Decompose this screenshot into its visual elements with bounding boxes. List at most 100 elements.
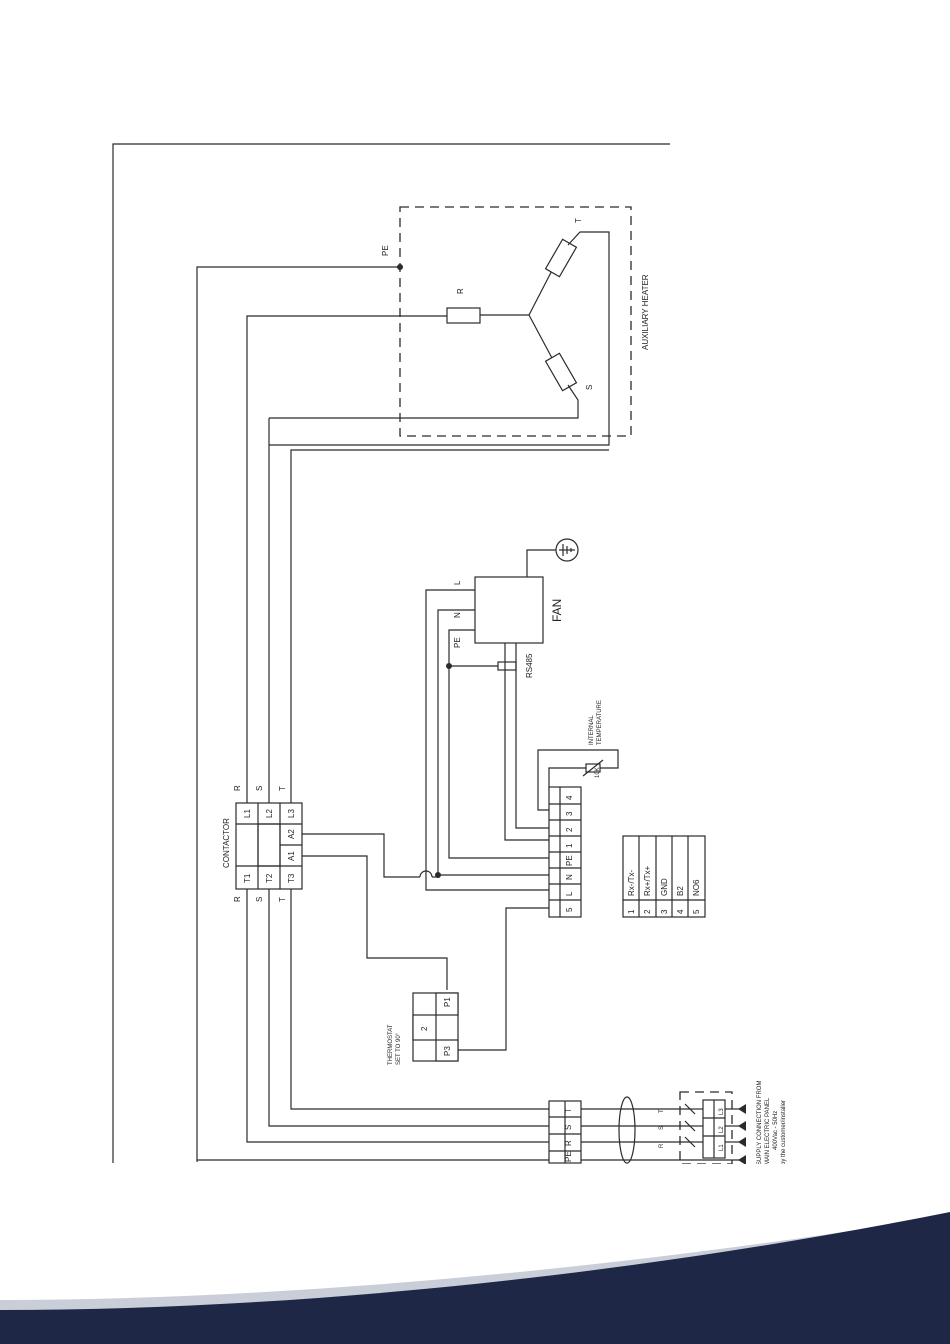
contactor-title: CONTACTOR: [222, 818, 231, 868]
contactor-a2: A2: [287, 829, 296, 839]
breaker-l3: L3: [719, 1108, 725, 1115]
contactor-in-s: S: [255, 786, 264, 791]
modbus-row-label: Rx+/Tx+: [643, 865, 652, 896]
terminal-3: 3: [565, 811, 574, 816]
fan-pin-pe: PE: [453, 637, 462, 648]
resistor-r: [446, 307, 481, 324]
modbus-row-label: B2: [676, 886, 685, 896]
supply-arrow-icons: [738, 1104, 746, 1165]
pe-junction: [397, 264, 403, 270]
rs485-wire-a: [504, 643, 549, 841]
cable-label-s: S: [659, 1126, 665, 1130]
breaker-icon: [684, 1099, 740, 1159]
fan-earth-wire: [526, 549, 556, 577]
fan-box: [474, 576, 544, 644]
contactor-l2: L2: [265, 809, 274, 818]
modbus-row-number: 5: [692, 909, 701, 914]
modbus-row-label: Rx-/Tx-: [627, 869, 636, 896]
diagram-frame: [112, 143, 670, 1163]
cable-label-t: T: [659, 1109, 665, 1113]
supply-wire-r: [246, 889, 549, 1143]
resistor-t: [544, 238, 578, 278]
contactor-t3: T3: [287, 873, 296, 883]
modbus-row-number: 4: [676, 909, 685, 914]
contactor-a1: A1: [287, 851, 296, 861]
resistor-s: [544, 352, 578, 392]
supply-note-4: by the customer/installer: [781, 1100, 787, 1165]
thermostat-c2: 2: [420, 1026, 429, 1031]
terminal-5: 5: [565, 907, 574, 912]
terminal-n: N: [565, 874, 574, 880]
heater-resistors: [269, 231, 610, 446]
wire-t-heater: [290, 449, 609, 803]
supply-terminal-pe: PE: [564, 1151, 573, 1162]
terminal-l: L: [565, 891, 574, 896]
thermostat-label-2: SET TO 90°: [396, 1032, 402, 1065]
supply-terminal-r: R: [564, 1140, 573, 1146]
sensor-value: 10K: [595, 767, 601, 778]
breaker-l2: L2: [719, 1126, 725, 1133]
coil-wire-a1: [302, 855, 448, 990]
supply-wire-t: [290, 889, 549, 1110]
contactor-t2: T2: [265, 873, 274, 883]
terminal-pe: PE: [565, 855, 574, 866]
terminal-block: [548, 786, 582, 918]
cable-label-r: R: [659, 1143, 665, 1148]
contactor-out-s: S: [255, 897, 264, 902]
pe-label: PE: [381, 245, 390, 256]
supply-note-2: MAIN ELECTRIC PANEL: [765, 1097, 771, 1165]
supply-note-3: 400Vac - 50Hz: [773, 1111, 779, 1150]
thermostat-wire-p3: [458, 907, 549, 1051]
modbus-row-label: NO6: [692, 879, 701, 896]
modbus-row-label: GND: [660, 878, 669, 896]
earth-ground-icon: [555, 538, 579, 562]
terminal-2: 2: [565, 827, 574, 832]
contactor-l3: L3: [287, 809, 296, 818]
modbus-row-number: 3: [660, 909, 669, 914]
heater-label-s: S: [585, 385, 594, 390]
heater-label-t: T: [574, 218, 583, 223]
footer-navy-band: [0, 1212, 950, 1344]
supply-terminal-s: S: [564, 1125, 573, 1130]
thermostat-p1: P1: [443, 997, 452, 1007]
supply-note-1: SUPPLY CONNECTION FROM: [757, 1081, 763, 1165]
coil-wire-a2: [302, 833, 420, 878]
fan-bus-label: RS485: [525, 653, 534, 678]
terminal-4: 4: [565, 795, 574, 800]
heater-label-r: R: [456, 288, 465, 294]
thermostat-block: [412, 992, 459, 1062]
fan-wire-n: [437, 609, 549, 876]
contactor-out-r: R: [233, 896, 242, 902]
sensor-label-1: INTERNAL: [589, 715, 595, 745]
sensor-label-2: TEMPERATURE: [597, 700, 603, 745]
rs485-wire-b: [515, 643, 549, 829]
breaker-l1: L1: [719, 1144, 725, 1151]
supply-wire-s: [268, 889, 549, 1127]
pe-wire: [196, 266, 400, 1162]
contactor-t1: T1: [243, 873, 252, 883]
fan-title: FAN: [550, 599, 564, 622]
fan-pin-l: L: [453, 580, 462, 585]
fan-pin-n: N: [453, 612, 462, 618]
fan-wire-pe: [448, 629, 549, 859]
modbus-row-number: 1: [627, 909, 636, 914]
wire-crossover: [419, 870, 433, 878]
rs485-connector: [497, 661, 517, 671]
thermostat-label-1: THERMOSTAT: [388, 1024, 394, 1065]
thermostat-p3: P3: [443, 1046, 452, 1056]
supply-terminal-t: T: [564, 1108, 573, 1113]
modbus-row-number: 2: [643, 909, 652, 914]
heater-enclosure: [399, 206, 632, 437]
wire-r-heater: [246, 315, 447, 803]
contactor-out-t: T: [278, 897, 287, 902]
fan-wire-l: [425, 589, 549, 891]
contactor-in-t: T: [278, 786, 287, 791]
sensor-wire: [537, 749, 619, 811]
contactor-l1: L1: [243, 809, 252, 818]
thermistor-icon: [582, 759, 604, 777]
contactor-in-r: R: [233, 785, 242, 791]
supply-terminal-block: [548, 1100, 582, 1164]
cable-bundle-icon: [618, 1096, 636, 1164]
